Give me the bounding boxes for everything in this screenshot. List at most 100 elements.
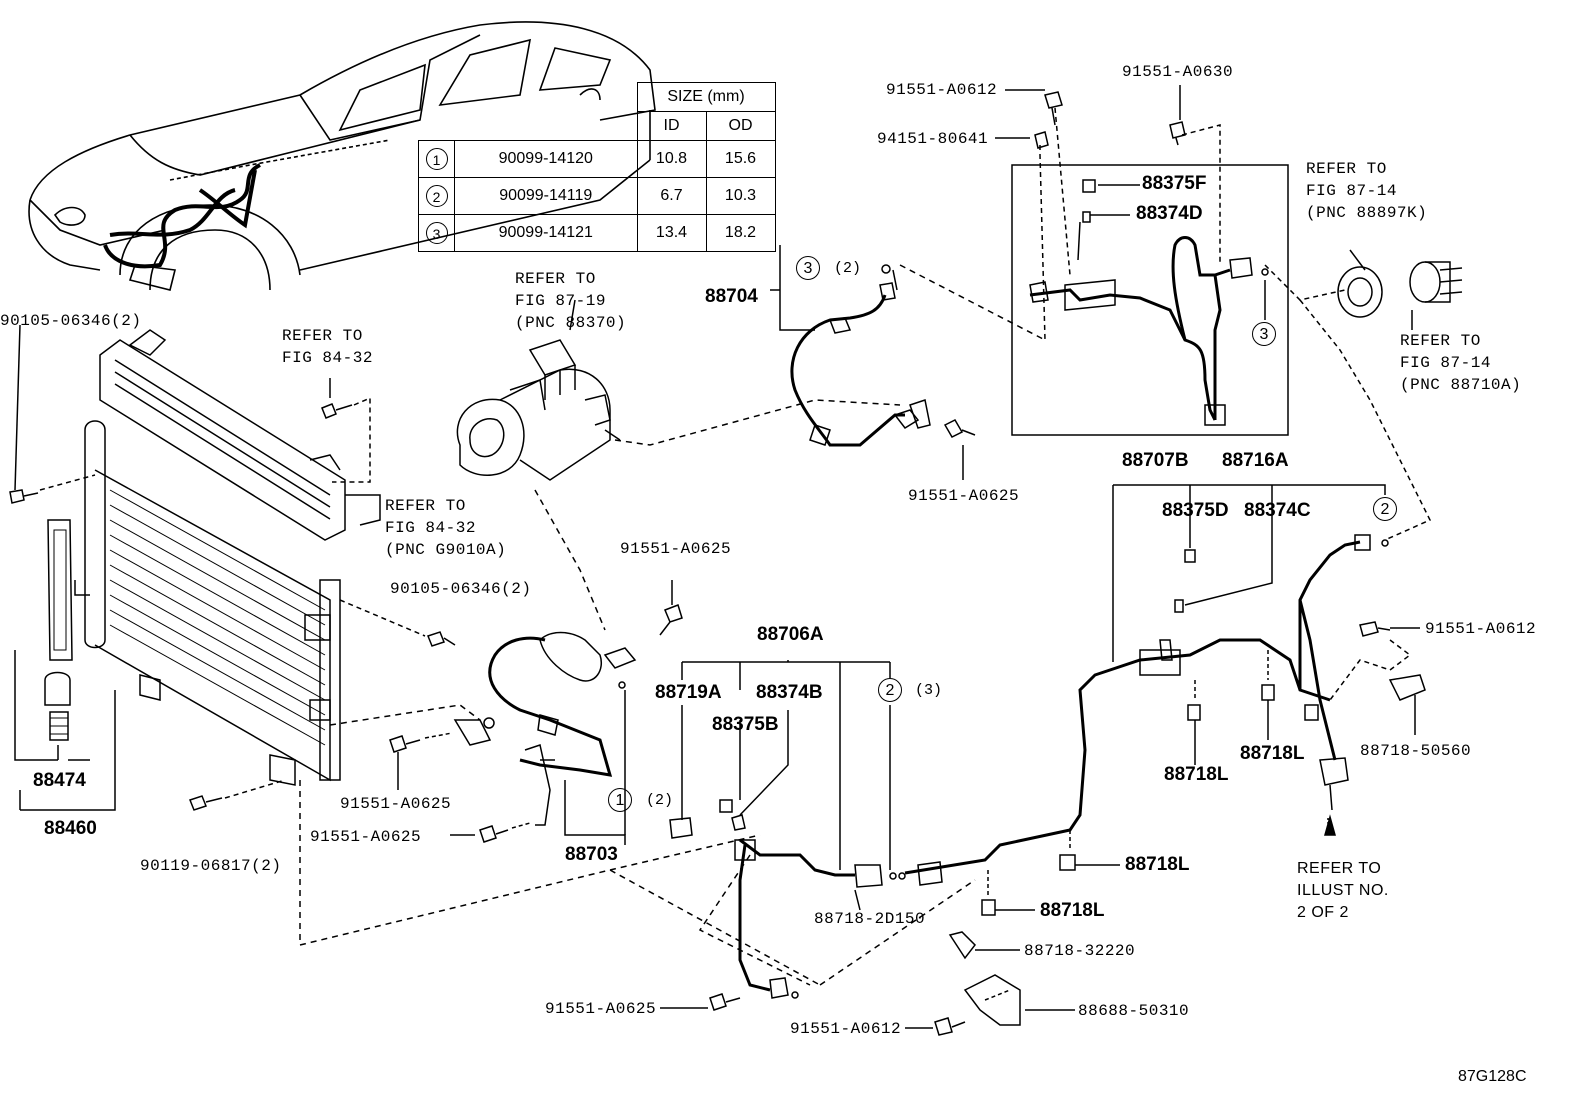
part-label-88706a[interactable]: 88706A	[757, 624, 824, 645]
part-label-88716a[interactable]: 88716A	[1222, 450, 1289, 471]
leader-line	[854, 889, 861, 911]
part-label-88688-50310[interactable]: 88688-50310	[1078, 1002, 1190, 1020]
bolt	[389, 735, 421, 753]
bolt	[943, 419, 976, 438]
grommet	[1337, 266, 1383, 318]
row-od: 15.6	[705, 140, 776, 178]
part-label-88718-32220[interactable]: 88718-32220	[1024, 942, 1136, 960]
pipe-88716a	[889, 534, 1389, 886]
part-label-88718-2d150[interactable]: 88718-2D150	[814, 910, 926, 928]
clip	[1059, 854, 1076, 871]
subassembly-box-88707b	[1011, 164, 1289, 436]
row-part: 90099-14120	[454, 140, 638, 178]
clip	[1174, 599, 1184, 613]
refer-fig-84-32-pnc[interactable]: REFER TO FIG 84-32 (PNC G9010A)	[385, 497, 507, 559]
leader-line	[345, 494, 381, 526]
part-label-91551-a0630[interactable]: 91551-A0630	[1122, 63, 1234, 81]
leader-line	[1113, 484, 1386, 495]
refer-fig-84-32[interactable]: REFER TO FIG 84-32	[282, 327, 373, 367]
row-id: 10.8	[636, 140, 707, 178]
row-mark: 3	[425, 222, 448, 244]
part-label-94151-80641[interactable]: 94151-80641	[877, 130, 989, 148]
dashed-link	[614, 399, 901, 446]
row-part: 90099-14119	[454, 177, 638, 215]
diagram-code: 87G128C	[1458, 1068, 1527, 1085]
part-label-91551-a0612[interactable]: 91551-A0612	[790, 1020, 902, 1038]
nut	[1034, 131, 1049, 149]
dashed-link	[1329, 639, 1412, 701]
part-label-88374d[interactable]: 88374D	[1136, 203, 1203, 224]
hose-mark-2: 2	[878, 678, 902, 702]
part-label-91551-a0625[interactable]: 91551-A0625	[310, 828, 422, 846]
col-id: ID	[636, 111, 707, 141]
refer-fig-87-19[interactable]: REFER TO FIG 87-19 (PNC 88370)	[515, 270, 627, 332]
hose-size-table: SIZE (mm) ID OD 1 90099-14120 10.8 15.6 …	[418, 82, 776, 252]
part-label-90105-06346[interactable]: 90105-06346(2)	[390, 580, 532, 598]
bolt	[659, 604, 683, 636]
clip	[981, 899, 996, 916]
clip	[948, 931, 976, 960]
row-od: 18.2	[705, 214, 776, 252]
hose-mark-1: 1	[608, 788, 632, 812]
leader-line	[681, 660, 891, 870]
part-label-91551-a0625[interactable]: 91551-A0625	[545, 1000, 657, 1018]
dashed-link	[329, 704, 481, 726]
refer-fig-87-14-k[interactable]: REFER TO FIG 87-14 (PNC 88897K)	[1306, 160, 1428, 222]
row-mark: 1	[425, 148, 448, 170]
hose-mark-qty: (2)	[646, 792, 674, 809]
clip	[1187, 704, 1201, 721]
leader-line	[14, 324, 21, 491]
row-od: 10.3	[705, 177, 776, 215]
dashed-link	[1039, 145, 1046, 341]
part-label-88375d[interactable]: 88375D	[1162, 500, 1229, 521]
bolt	[479, 825, 509, 843]
part-label-88703[interactable]: 88703	[565, 844, 618, 865]
hose-mark-2: 2	[1373, 497, 1397, 521]
part-label-91551-a0625[interactable]: 91551-A0625	[908, 487, 1020, 505]
dashed-link	[1181, 124, 1221, 265]
part-label-88374b[interactable]: 88374B	[756, 682, 823, 703]
dashed-link	[1299, 299, 1432, 541]
dashed-link	[899, 264, 1046, 341]
part-label-88460[interactable]: 88460	[44, 818, 97, 839]
col-od: OD	[705, 111, 776, 141]
row-id: 6.7	[636, 177, 707, 215]
part-label-88474[interactable]: 88474	[33, 770, 86, 791]
part-label-88719a[interactable]: 88719A	[655, 682, 722, 703]
refer-fig-87-14-a[interactable]: REFER TO FIG 87-14 (PNC 88710A)	[1400, 332, 1522, 394]
arrow-down	[1324, 814, 1336, 836]
hose-88703	[453, 631, 637, 826]
part-label-90105-06346[interactable]: 90105-06346(2)	[0, 312, 142, 330]
grommet	[1409, 261, 1441, 303]
part-label-88704[interactable]: 88704	[705, 286, 758, 307]
part-label-88718-50560[interactable]: 88718-50560	[1360, 742, 1472, 760]
refer-illust-2-of-2[interactable]: REFER TO ILLUST NO. 2 OF 2	[1297, 860, 1389, 921]
part-label-88707b[interactable]: 88707B	[1122, 450, 1189, 471]
part-label-88718l[interactable]: 88718L	[1164, 764, 1229, 785]
part-label-88375f[interactable]: 88375F	[1142, 173, 1207, 194]
part-label-88374c[interactable]: 88374C	[1244, 500, 1311, 521]
hose-mark-qty: (2)	[834, 260, 862, 277]
dashed-link	[819, 879, 976, 986]
part-label-91551-a0625[interactable]: 91551-A0625	[340, 795, 452, 813]
part-label-88375b[interactable]: 88375B	[712, 714, 779, 735]
part-label-91551-a0612[interactable]: 91551-A0612	[886, 81, 998, 99]
pipe-88706a	[669, 799, 883, 999]
bracket	[963, 974, 1021, 1026]
clip	[1184, 549, 1196, 563]
bolt	[1359, 621, 1391, 637]
dashed-link	[698, 854, 811, 986]
part-label-88718l[interactable]: 88718L	[1040, 900, 1105, 921]
row-mark: 2	[425, 185, 448, 207]
part-label-91551-a0612[interactable]: 91551-A0612	[1425, 620, 1537, 638]
part-label-88718l[interactable]: 88718L	[1240, 743, 1305, 764]
leader-line	[564, 780, 626, 845]
size-header: SIZE (mm)	[636, 82, 776, 112]
compressor	[456, 299, 621, 481]
part-label-88718l[interactable]: 88718L	[1125, 854, 1190, 875]
row-part: 90099-14121	[454, 214, 638, 252]
part-label-91551-a0625[interactable]: 91551-A0625	[620, 540, 732, 558]
table-row: 1 90099-14120 10.8 15.6	[418, 140, 776, 178]
part-label-90119-06817[interactable]: 90119-06817(2)	[140, 857, 282, 875]
dashed-link	[534, 489, 606, 631]
